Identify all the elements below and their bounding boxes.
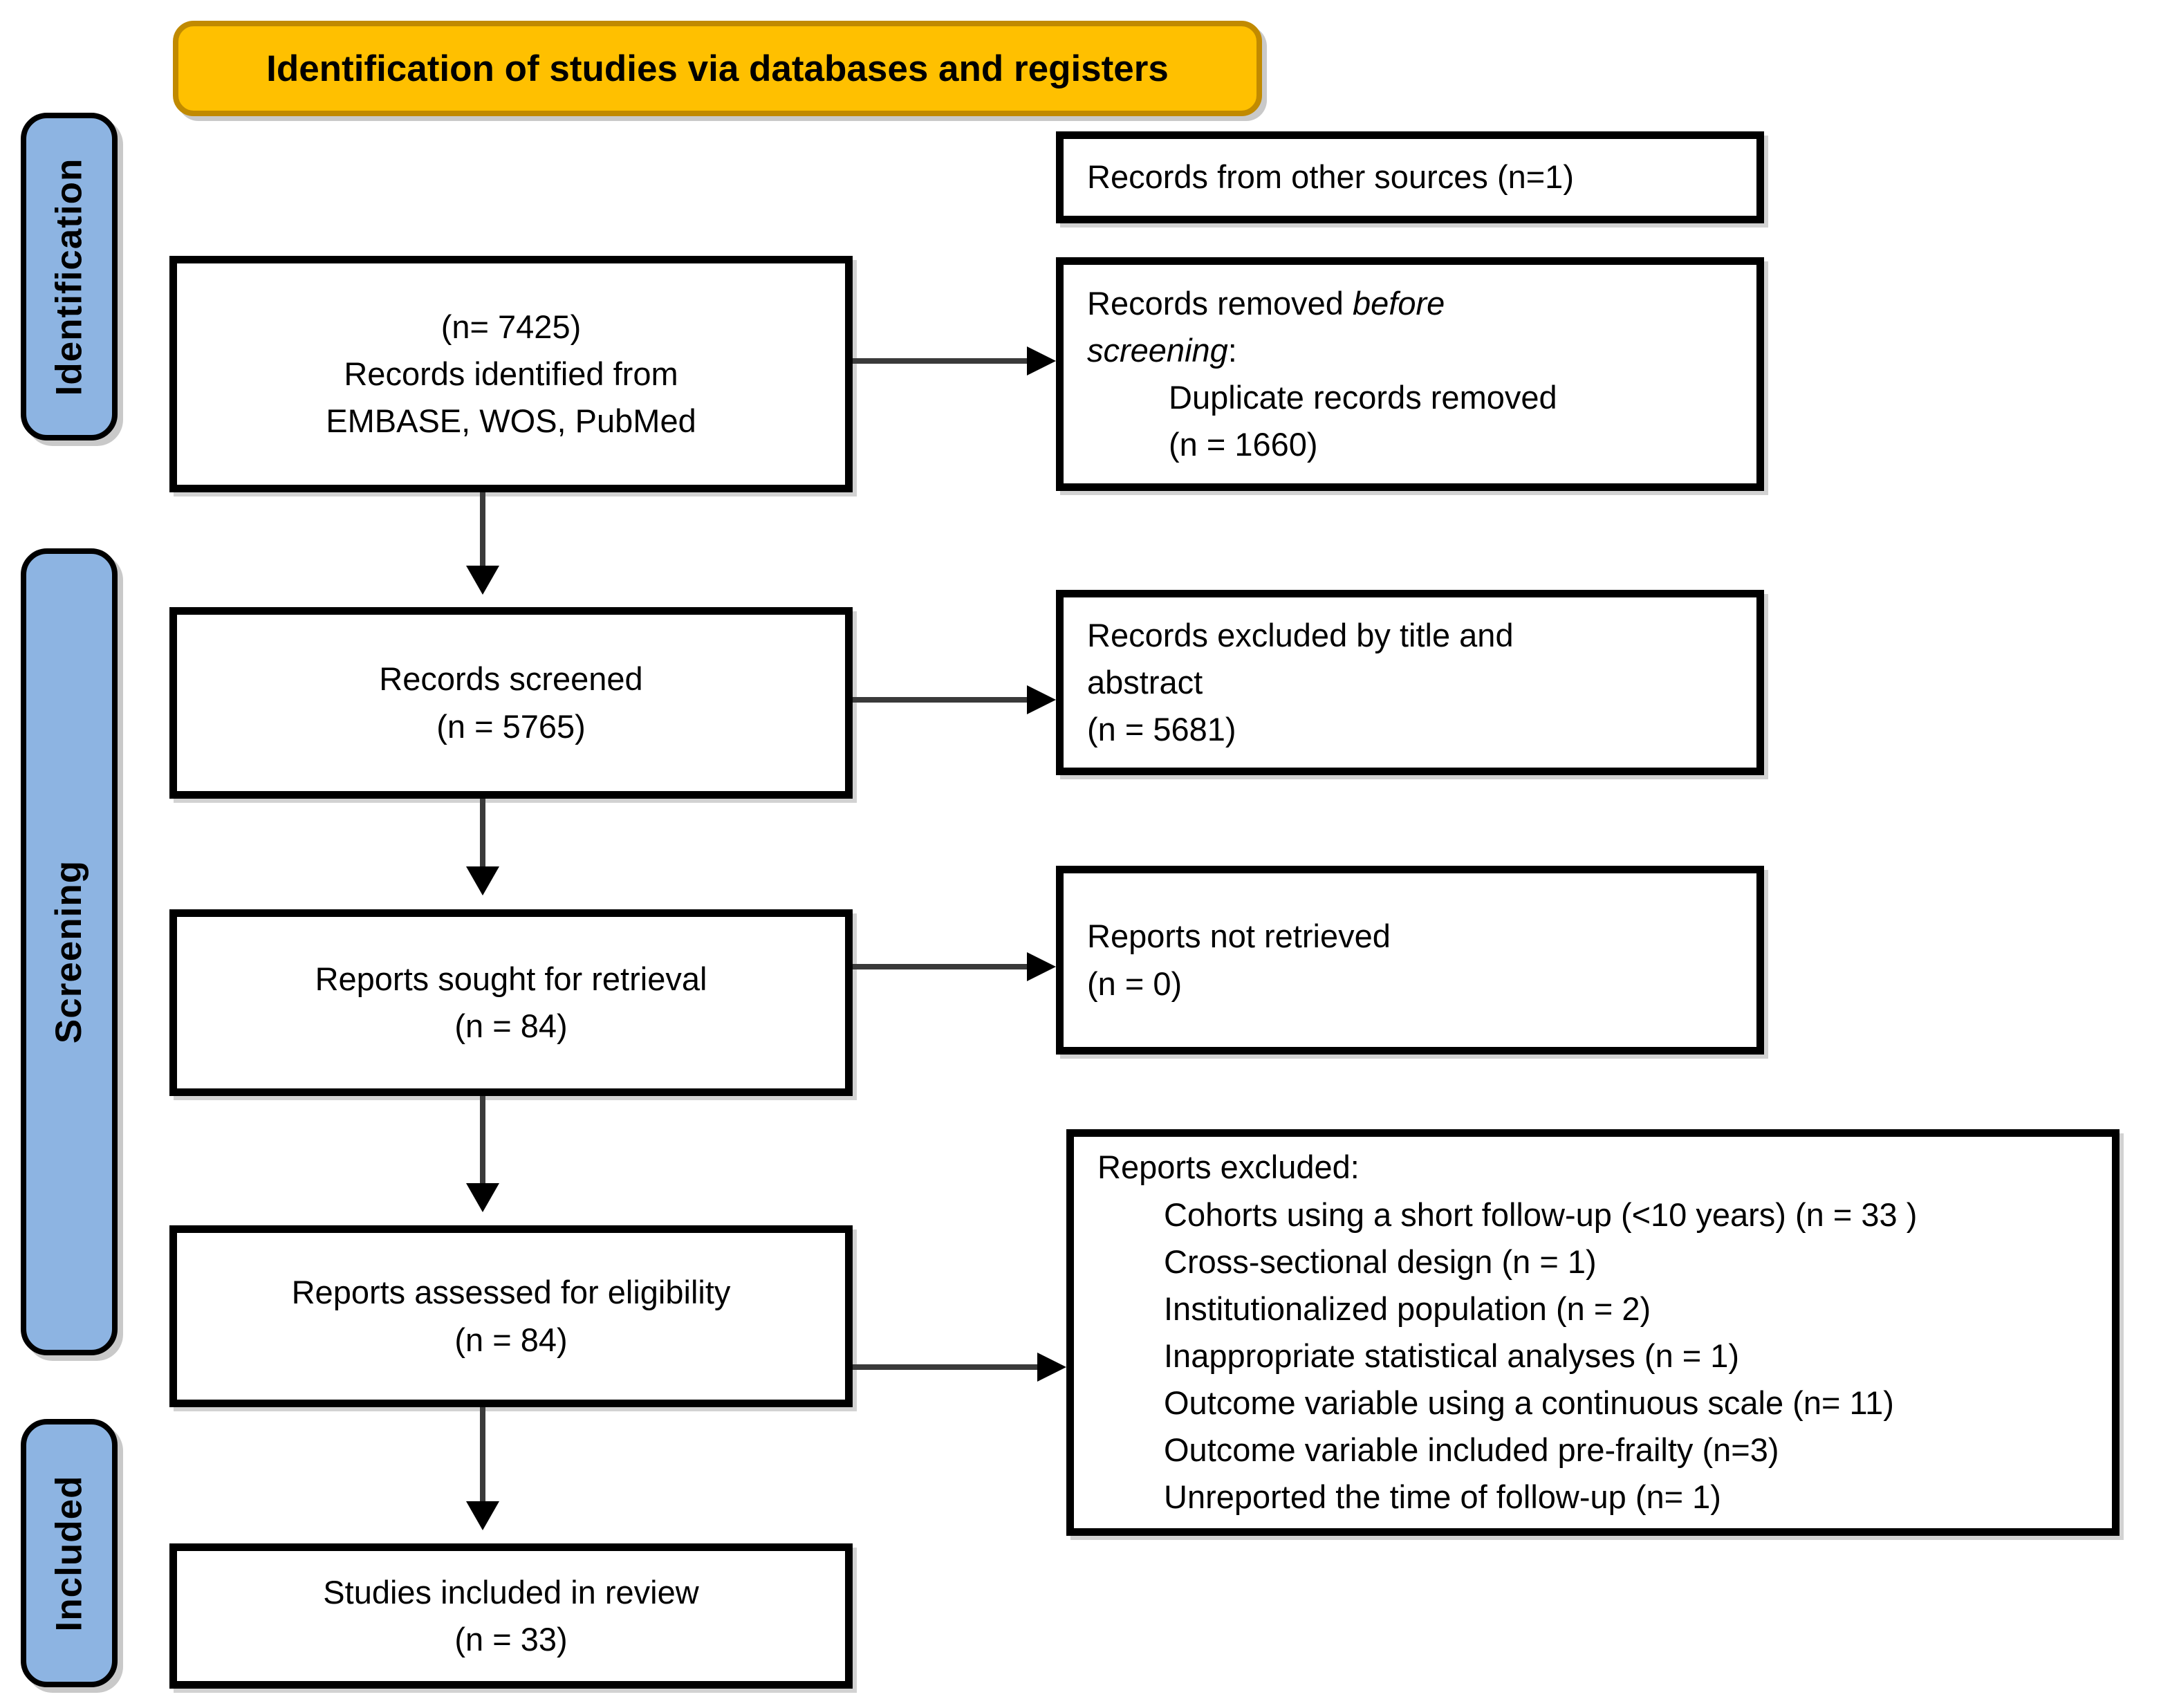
reports-excluded-item: Outcome variable included pre-frailty (n…	[1164, 1431, 1779, 1469]
reports-sought-line: Reports sought for retrieval	[315, 960, 707, 997]
studies-included-line: (n = 33)	[454, 1621, 568, 1658]
records-identified-line: (n= 7425)	[440, 308, 582, 345]
reports-excluded-item: Cohorts using a short follow-up (<10 yea…	[1164, 1196, 1918, 1233]
stage-identification: Identification	[21, 113, 118, 440]
box-records-identified: (n= 7425) Records identified from EMBASE…	[169, 256, 853, 492]
records-excluded-line: Records excluded by title and	[1087, 616, 1514, 653]
title-banner: Identification of studies via databases …	[173, 21, 1262, 116]
reports-excluded-item: Cross-sectional design (n = 1)	[1164, 1243, 1597, 1280]
reports-excluded-item: Outcome variable using a continuous scal…	[1164, 1384, 1894, 1422]
stage-screening-label: Screening	[48, 860, 90, 1044]
stage-screening: Screening	[21, 548, 118, 1355]
records-screened-line: Records screened	[379, 660, 643, 698]
box-reports-assessed: Reports assessed for eligibility (n = 84…	[169, 1225, 853, 1407]
records-removed-line: Records removed before	[1087, 284, 1445, 322]
reports-not-retrieved-line: (n = 0)	[1087, 965, 1182, 1002]
records-removed-detail: (n = 1660)	[1169, 426, 1318, 463]
box-reports-excluded-list: Reports excluded: Cohorts using a short …	[1066, 1129, 2120, 1536]
records-removed-italic: before	[1353, 284, 1445, 322]
arrow-identified-to-screened	[480, 492, 485, 567]
arrow-assessed-to-excluded-list	[853, 1364, 1039, 1370]
arrowhead-sought-to-not-retrieved	[1027, 952, 1056, 981]
stage-included: Included	[21, 1419, 118, 1687]
arrowhead-identified-to-removed	[1027, 346, 1056, 375]
records-identified-line: Records identified from	[344, 355, 678, 392]
reports-excluded-item: Unreported the time of follow-up (n= 1)	[1164, 1478, 1721, 1516]
box-records-other-sources: Records from other sources (n=1)	[1056, 131, 1764, 223]
reports-excluded-item: Institutionalized population (n = 2)	[1164, 1290, 1651, 1327]
arrowhead-screened-to-excluded	[1027, 685, 1056, 714]
reports-assessed-line: (n = 84)	[454, 1321, 568, 1358]
studies-included-line: Studies included in review	[323, 1573, 699, 1610]
arrow-screened-to-sought	[480, 799, 485, 868]
box-records-screened: Records screened (n = 5765)	[169, 607, 853, 799]
box-records-other-sources-text: Records from other sources (n=1)	[1087, 158, 1574, 196]
records-identified-line: EMBASE, WOS, PubMed	[326, 402, 696, 440]
records-removed-italic: screening	[1087, 331, 1228, 369]
reports-assessed-line: Reports assessed for eligibility	[291, 1274, 731, 1311]
reports-excluded-heading: Reports excluded:	[1097, 1149, 1360, 1186]
records-removed-line: screening:	[1087, 331, 1237, 369]
box-reports-not-retrieved: Reports not retrieved (n = 0)	[1056, 866, 1764, 1055]
arrow-identified-to-removed	[853, 358, 1028, 364]
arrowhead-screened-to-sought	[466, 866, 499, 895]
arrow-assessed-to-included	[480, 1407, 485, 1503]
records-screened-line: (n = 5765)	[436, 707, 586, 745]
reports-excluded-item: Inappropriate statistical analyses (n = …	[1164, 1337, 1740, 1374]
box-reports-sought: Reports sought for retrieval (n = 84)	[169, 909, 853, 1096]
arrow-sought-to-assessed	[480, 1096, 485, 1185]
records-excluded-line: abstract	[1087, 663, 1203, 700]
arrowhead-sought-to-assessed	[466, 1183, 499, 1212]
stage-included-label: Included	[48, 1475, 90, 1631]
box-studies-included: Studies included in review (n = 33)	[169, 1543, 853, 1689]
box-records-excluded-title-abstract: Records excluded by title and abstract (…	[1056, 590, 1764, 775]
reports-not-retrieved-line: Reports not retrieved	[1087, 918, 1391, 955]
arrowhead-identified-to-screened	[466, 566, 499, 595]
stage-identification-label: Identification	[48, 158, 90, 396]
records-excluded-line: (n = 5681)	[1087, 711, 1236, 748]
arrow-screened-to-excluded	[853, 697, 1028, 703]
arrowhead-assessed-to-excluded-list	[1037, 1353, 1066, 1382]
reports-sought-line: (n = 84)	[454, 1008, 568, 1044]
title-banner-label: Identification of studies via databases …	[266, 48, 1169, 89]
box-records-removed: Records removed before screening: Duplic…	[1056, 257, 1764, 491]
arrowhead-assessed-to-included	[466, 1501, 499, 1530]
arrow-sought-to-not-retrieved	[853, 964, 1028, 969]
records-removed-detail: Duplicate records removed	[1169, 379, 1557, 416]
